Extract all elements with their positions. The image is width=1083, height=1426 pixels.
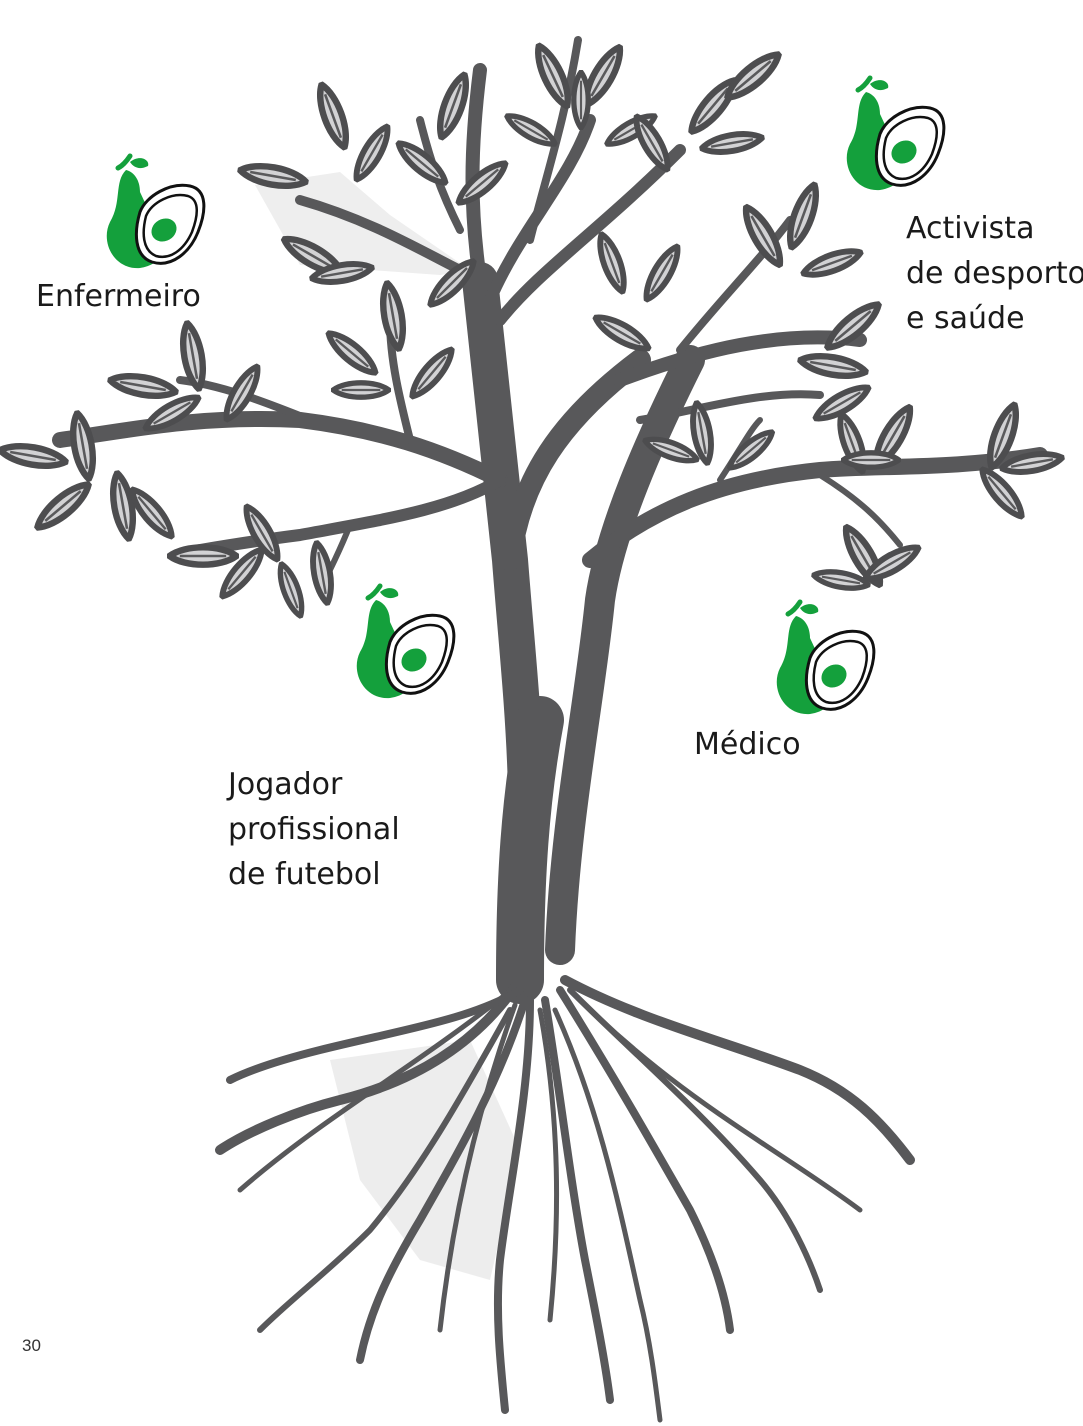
label-line: profissional [228, 807, 400, 852]
label-line: Médico [694, 722, 801, 767]
label-enfermeiro: Enfermeiro [36, 274, 201, 319]
label-medico: Médico [694, 722, 801, 767]
label-line: Enfermeiro [36, 274, 201, 319]
label-line: de futebol [228, 852, 400, 897]
avocado-icon [350, 582, 460, 702]
label-activista: Activista de desporto e saúde [906, 206, 1083, 341]
avocado-icon [840, 74, 950, 194]
label-line: de desporto [906, 251, 1083, 296]
label-jogador: Jogador profissional de futebol [228, 762, 400, 897]
avocado-icon [770, 598, 880, 718]
avocado-icon [100, 152, 210, 272]
page-number: 30 [22, 1336, 41, 1356]
label-line: e saúde [906, 296, 1083, 341]
label-line: Jogador [228, 762, 400, 807]
label-line: Activista [906, 206, 1083, 251]
